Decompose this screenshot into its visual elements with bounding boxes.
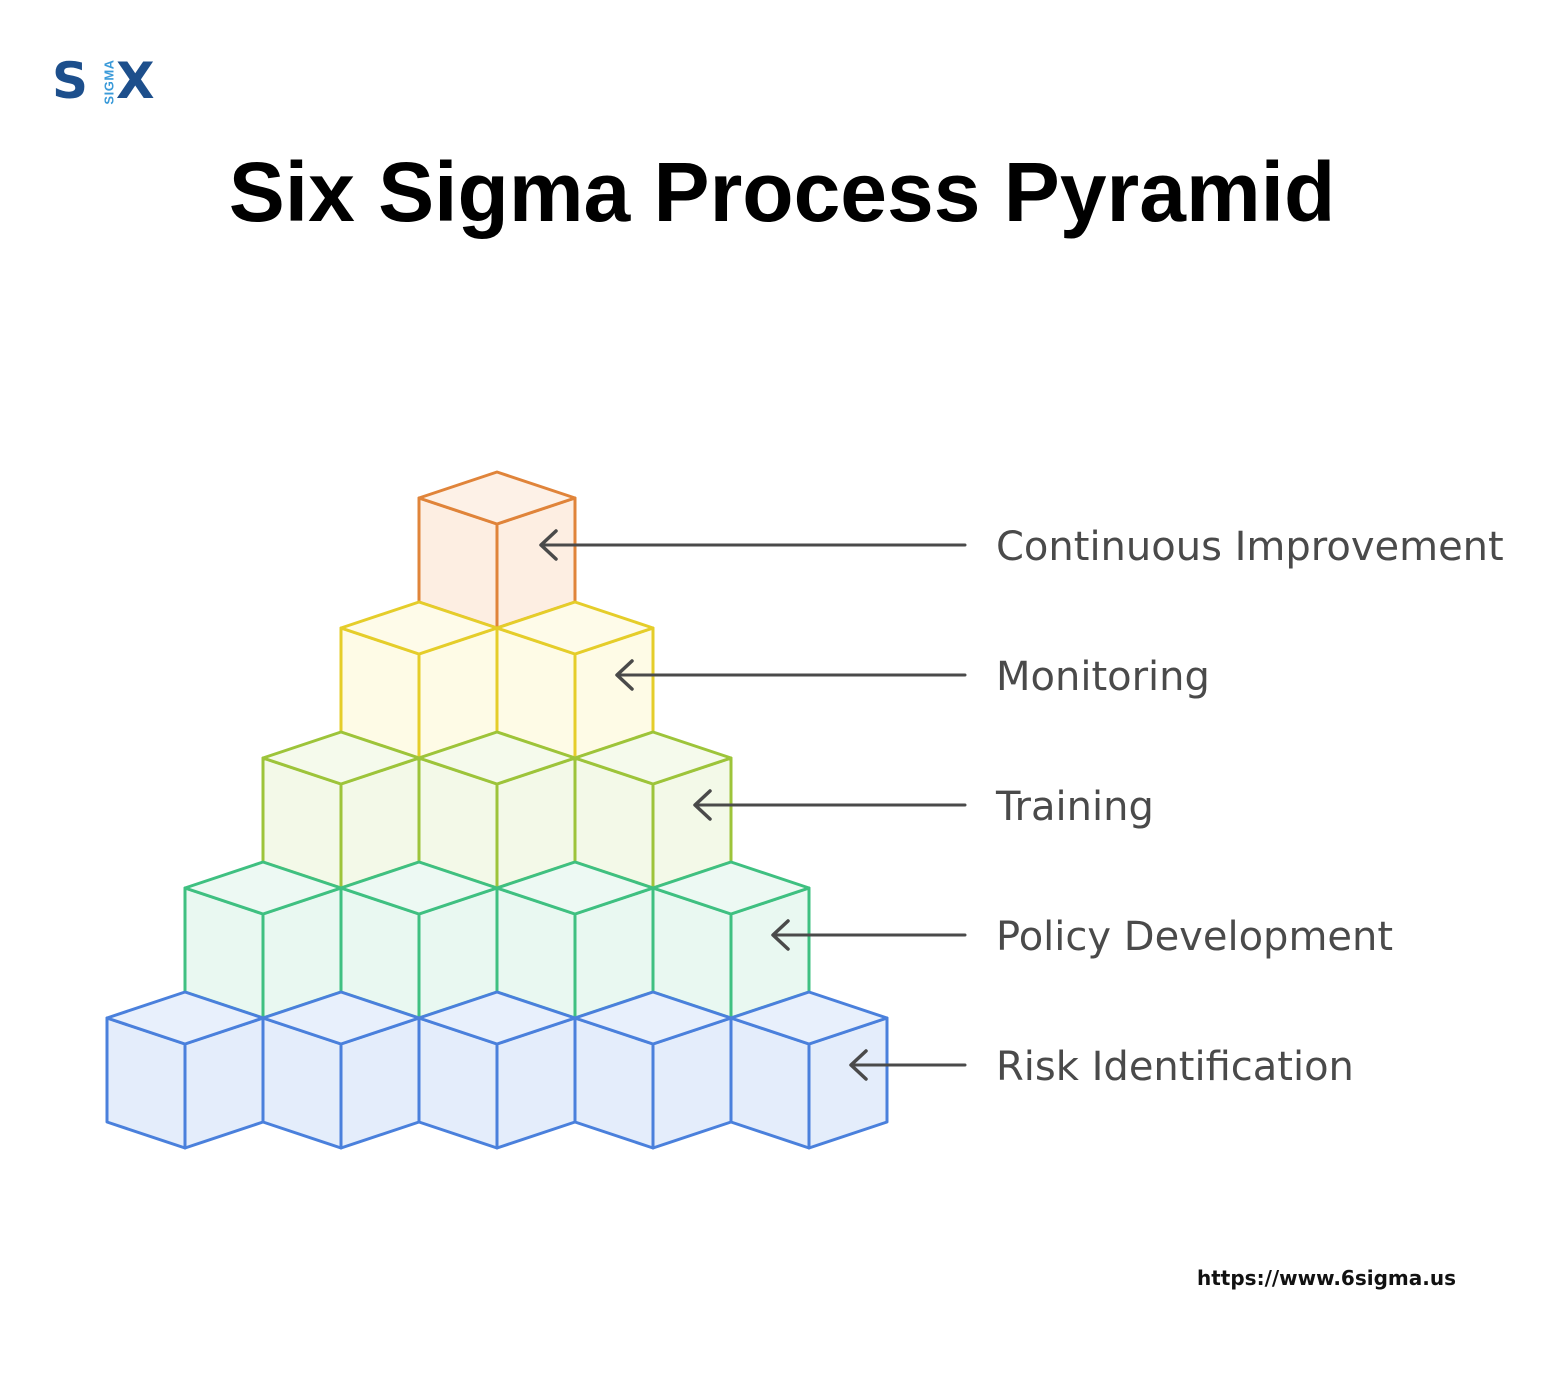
tier-label-4: Policy Development	[996, 914, 1393, 960]
cube-top-face	[339, 860, 499, 916]
tier-1-cubes	[417, 470, 577, 630]
cube	[339, 600, 499, 760]
arrow-head-icon	[539, 529, 558, 561]
cube	[495, 860, 655, 1020]
cube	[651, 860, 811, 1020]
cube-top-face	[183, 860, 343, 916]
arrow-head-icon	[771, 919, 790, 951]
tier-3-cubes	[261, 730, 733, 890]
cube-top-face	[339, 600, 499, 656]
tier-4-cubes	[183, 860, 811, 1020]
cube-top-face	[417, 730, 577, 786]
cube-top-face	[417, 990, 577, 1046]
cube	[417, 470, 577, 630]
cube	[417, 990, 577, 1150]
arrow-3	[693, 789, 967, 821]
cube	[183, 860, 343, 1020]
tier-5-cubes	[105, 990, 889, 1150]
cube-top-face	[495, 860, 655, 916]
arrow-2	[615, 659, 967, 691]
arrow-head-icon	[615, 659, 634, 691]
cube-top-face	[105, 990, 265, 1046]
cube-top-face	[261, 730, 421, 786]
cube	[261, 990, 421, 1150]
cube-top-face	[417, 470, 577, 526]
tier-label-5: Risk Identification	[996, 1044, 1354, 1090]
six-sigma-logo: S SIGMA X	[52, 50, 164, 112]
cube-top-face	[729, 990, 889, 1046]
logo-letter-x: X	[116, 52, 155, 110]
cube	[339, 860, 499, 1020]
arrow-head-icon	[849, 1049, 868, 1081]
arrow-4	[771, 919, 967, 951]
arrow-5	[849, 1049, 967, 1081]
arrow-head-icon	[693, 789, 712, 821]
cube	[417, 730, 577, 890]
cube-top-face	[495, 600, 655, 656]
footer-url[interactable]: https://www.6sigma.us	[1196, 1266, 1456, 1290]
tier-label-2: Monitoring	[996, 654, 1210, 700]
page-title: Six Sigma Process Pyramid	[228, 145, 1336, 239]
cube-top-face	[651, 860, 811, 916]
arrow-1	[539, 529, 967, 561]
cube	[573, 990, 733, 1150]
cube-top-face	[573, 730, 733, 786]
cube-top-face	[573, 990, 733, 1046]
cube	[261, 730, 421, 890]
logo-letter-s: S	[52, 52, 89, 110]
cube	[729, 990, 889, 1150]
tier-label-3: Training	[995, 784, 1154, 830]
tier-label-1: Continuous Improvement	[996, 524, 1504, 570]
cube	[105, 990, 265, 1150]
cube-top-face	[261, 990, 421, 1046]
tier-2-cubes	[339, 600, 655, 760]
cube	[573, 730, 733, 890]
cube	[495, 600, 655, 760]
